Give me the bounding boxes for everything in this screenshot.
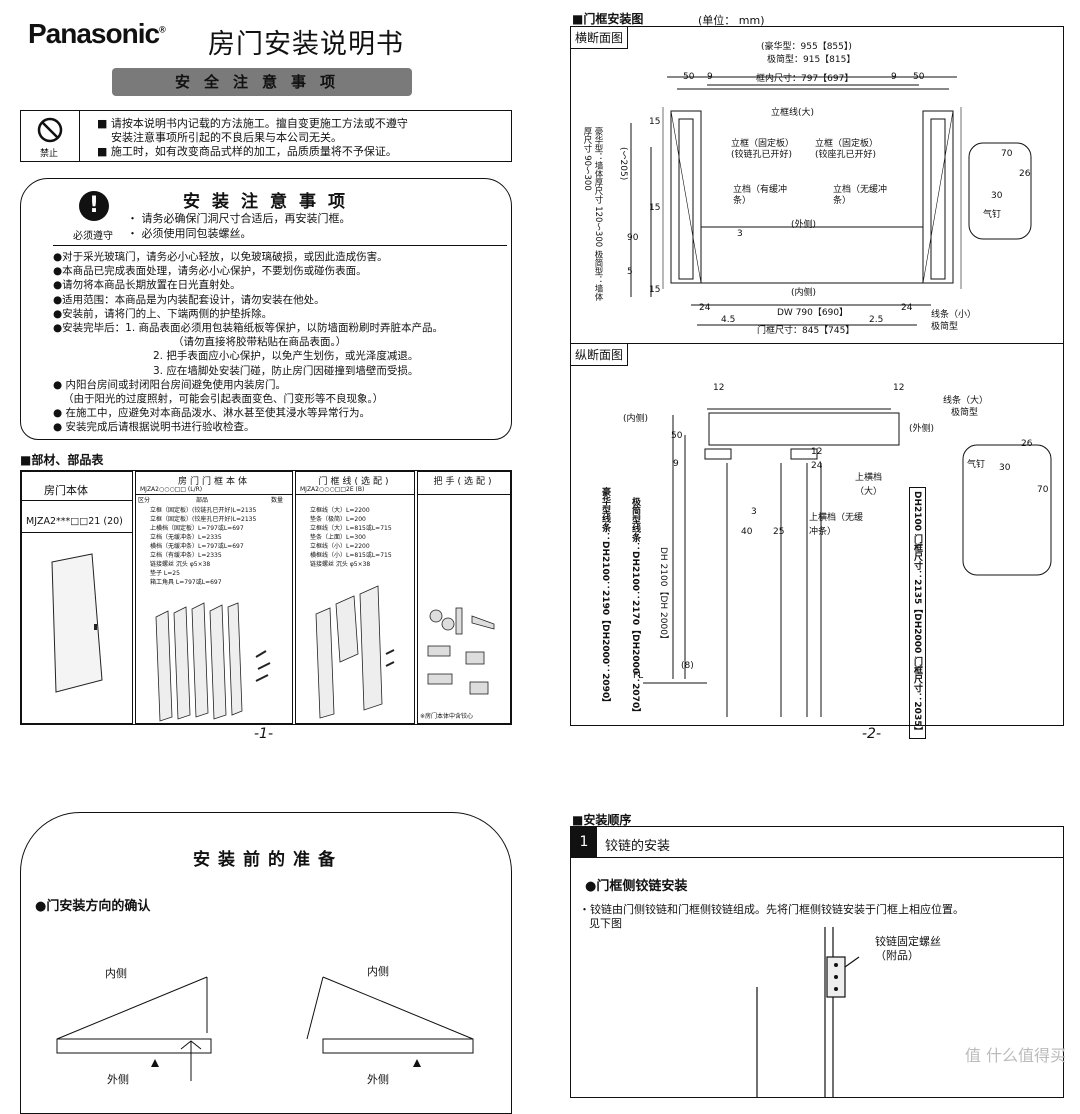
prep-title: 安装前的准备	[193, 850, 343, 870]
list-item: ●对于采光玻璃门，请务必小心轻放，以免玻璃破损，或因此造成伤害。	[53, 251, 388, 263]
must-label: 必须遵守	[73, 231, 113, 242]
prohibit-label: 禁止	[40, 149, 59, 159]
frame-section-title: ■门框安装图	[572, 12, 644, 26]
parts-table: 房门本体 MJZA2***□□21 (20) 房门门框本体 MJZA2○○○□□…	[20, 470, 512, 725]
longitudinal-label: 纵断面图	[570, 343, 629, 366]
cross-section-drawing	[630, 76, 1032, 326]
list-item: ●安装前，请将门的上、下端两侧的护垫拆除。	[53, 307, 273, 320]
prep-subtitle: ●门安装方向的确认	[35, 899, 151, 914]
page-number: -1-	[254, 726, 274, 742]
prohibit-icon-cell: 禁止	[21, 111, 80, 161]
step-number: 1	[571, 827, 597, 857]
list-item: ●请勿将本商品长期放置在日光直射处。	[53, 279, 241, 292]
list-item: ● 在施工中，应避免对本商品泼水、淋水甚至使其浸水等异常行为。	[53, 407, 370, 420]
caution-title: 安装注意事项	[183, 192, 357, 212]
door-illustration	[51, 553, 103, 693]
step-desc: ・铰链由门侧铰链和门框侧铰链组成。先将门框侧铰链安装于门框上相应位置。	[579, 903, 964, 916]
list-item: ●安装完毕后：1. 商品表面必须用包装箱纸板等保护，以防墙面粉刷时弄脏本产品。	[53, 322, 444, 335]
step-subtitle: ●门框侧铰链安装	[585, 879, 688, 894]
exclamation-icon: !	[79, 191, 109, 221]
brand-logo: Panasonic®	[28, 18, 166, 49]
caution-box: ! 必须遵守 安装注意事项 ・ 请务必确保门洞尺寸合适后，再安装门框。 ・ 必须…	[20, 178, 512, 440]
list-item: （由于阳光的过度照射，可能会引起表面变色、门变形等不良现象。）	[63, 393, 384, 406]
list-item: 3. 应在墙脚处安装门碰，防止房门因碰撞到墙壁而受损。	[153, 364, 419, 377]
page-number-2: -2-	[862, 726, 882, 742]
safety-banner: 安全注意事项	[112, 68, 412, 96]
unit-label: (单位： mm)	[698, 14, 765, 27]
frame-diagram-panel: 横断面图 纵断面图 (豪华型：955【855】) 极简型：915【815】 框内…	[570, 26, 1064, 740]
caution-list: ●对于采光玻璃门，请务必小心轻放，以免玻璃破损，或因此造成伤害。 ●本商品已完成…	[53, 245, 507, 435]
frame-parts-illustration	[155, 602, 271, 722]
cross-section-label: 横断面图	[570, 26, 629, 49]
handle-parts-cell: 把手(选配) ※房门本体中含铰心	[417, 471, 511, 724]
parts-section-title: ■部材、部品表	[20, 453, 104, 467]
hinge-diagram	[756, 927, 860, 1097]
parts-note: ※房门本体中含铰心	[420, 713, 474, 720]
handle-parts-illustration	[427, 607, 495, 695]
prohibit-icon	[37, 117, 63, 143]
screw-label: 铰链固定螺丝（附品）	[875, 935, 941, 962]
list-item: （请勿直接将胶带粘贴在商品表面。）	[173, 336, 347, 349]
door-body-cell: 房门本体 MJZA2***□□21 (20)	[21, 471, 133, 724]
step-title: 铰链的安装	[605, 839, 671, 854]
trim-parts-illustration	[315, 585, 395, 719]
watermark: 值 什么值得买	[964, 1046, 1066, 1065]
list-item: 2. 把手表面应小心保护，以免产生划伤，或光泽度减退。	[153, 350, 419, 363]
step-desc-2: 见下图	[589, 917, 622, 930]
caution-sub: ・ 请务必确保门洞尺寸合适后，再安装门框。 ・ 必须使用同包装螺丝。	[127, 212, 351, 240]
list-item: ● 安装完成后请根据说明书进行验收检查。	[53, 421, 255, 434]
list-item: ●适用范围：本商品是为内装配套设计，请勿安装在他处。	[53, 293, 325, 306]
document-title: 房门安装说明书	[208, 29, 404, 60]
prohibit-box: 禁止 ■ 请按本说明书内记载的方法施工。擅自变更施工方法或不遵守 安装注意事项所…	[20, 110, 512, 162]
frame-parts-cell: 房门门框本体 MJZA2○○○□□ (L/R) 区分 部品 数量 立框（固定板）…	[135, 471, 293, 724]
list-item: ● 内阳台房间或封闭阳台房间避免使用内装房门。	[53, 378, 286, 391]
list-item: ●本商品已完成表面处理，请务必小心保护，不要划伤或碰伤表面。	[53, 265, 367, 278]
longitudinal-drawing	[643, 408, 1052, 717]
prohibit-text: ■ 请按本说明书内记载的方法施工。擅自变更施工方法或不遵守 安装注意事项所引起的…	[97, 117, 408, 158]
preparation-box: 安装前的准备 ●门安装方向的确认 内侧 内侧 外侧 外侧	[20, 812, 512, 1114]
door-direction-diagram	[56, 976, 474, 1081]
order-section-title: ■安装顺序	[572, 813, 632, 827]
